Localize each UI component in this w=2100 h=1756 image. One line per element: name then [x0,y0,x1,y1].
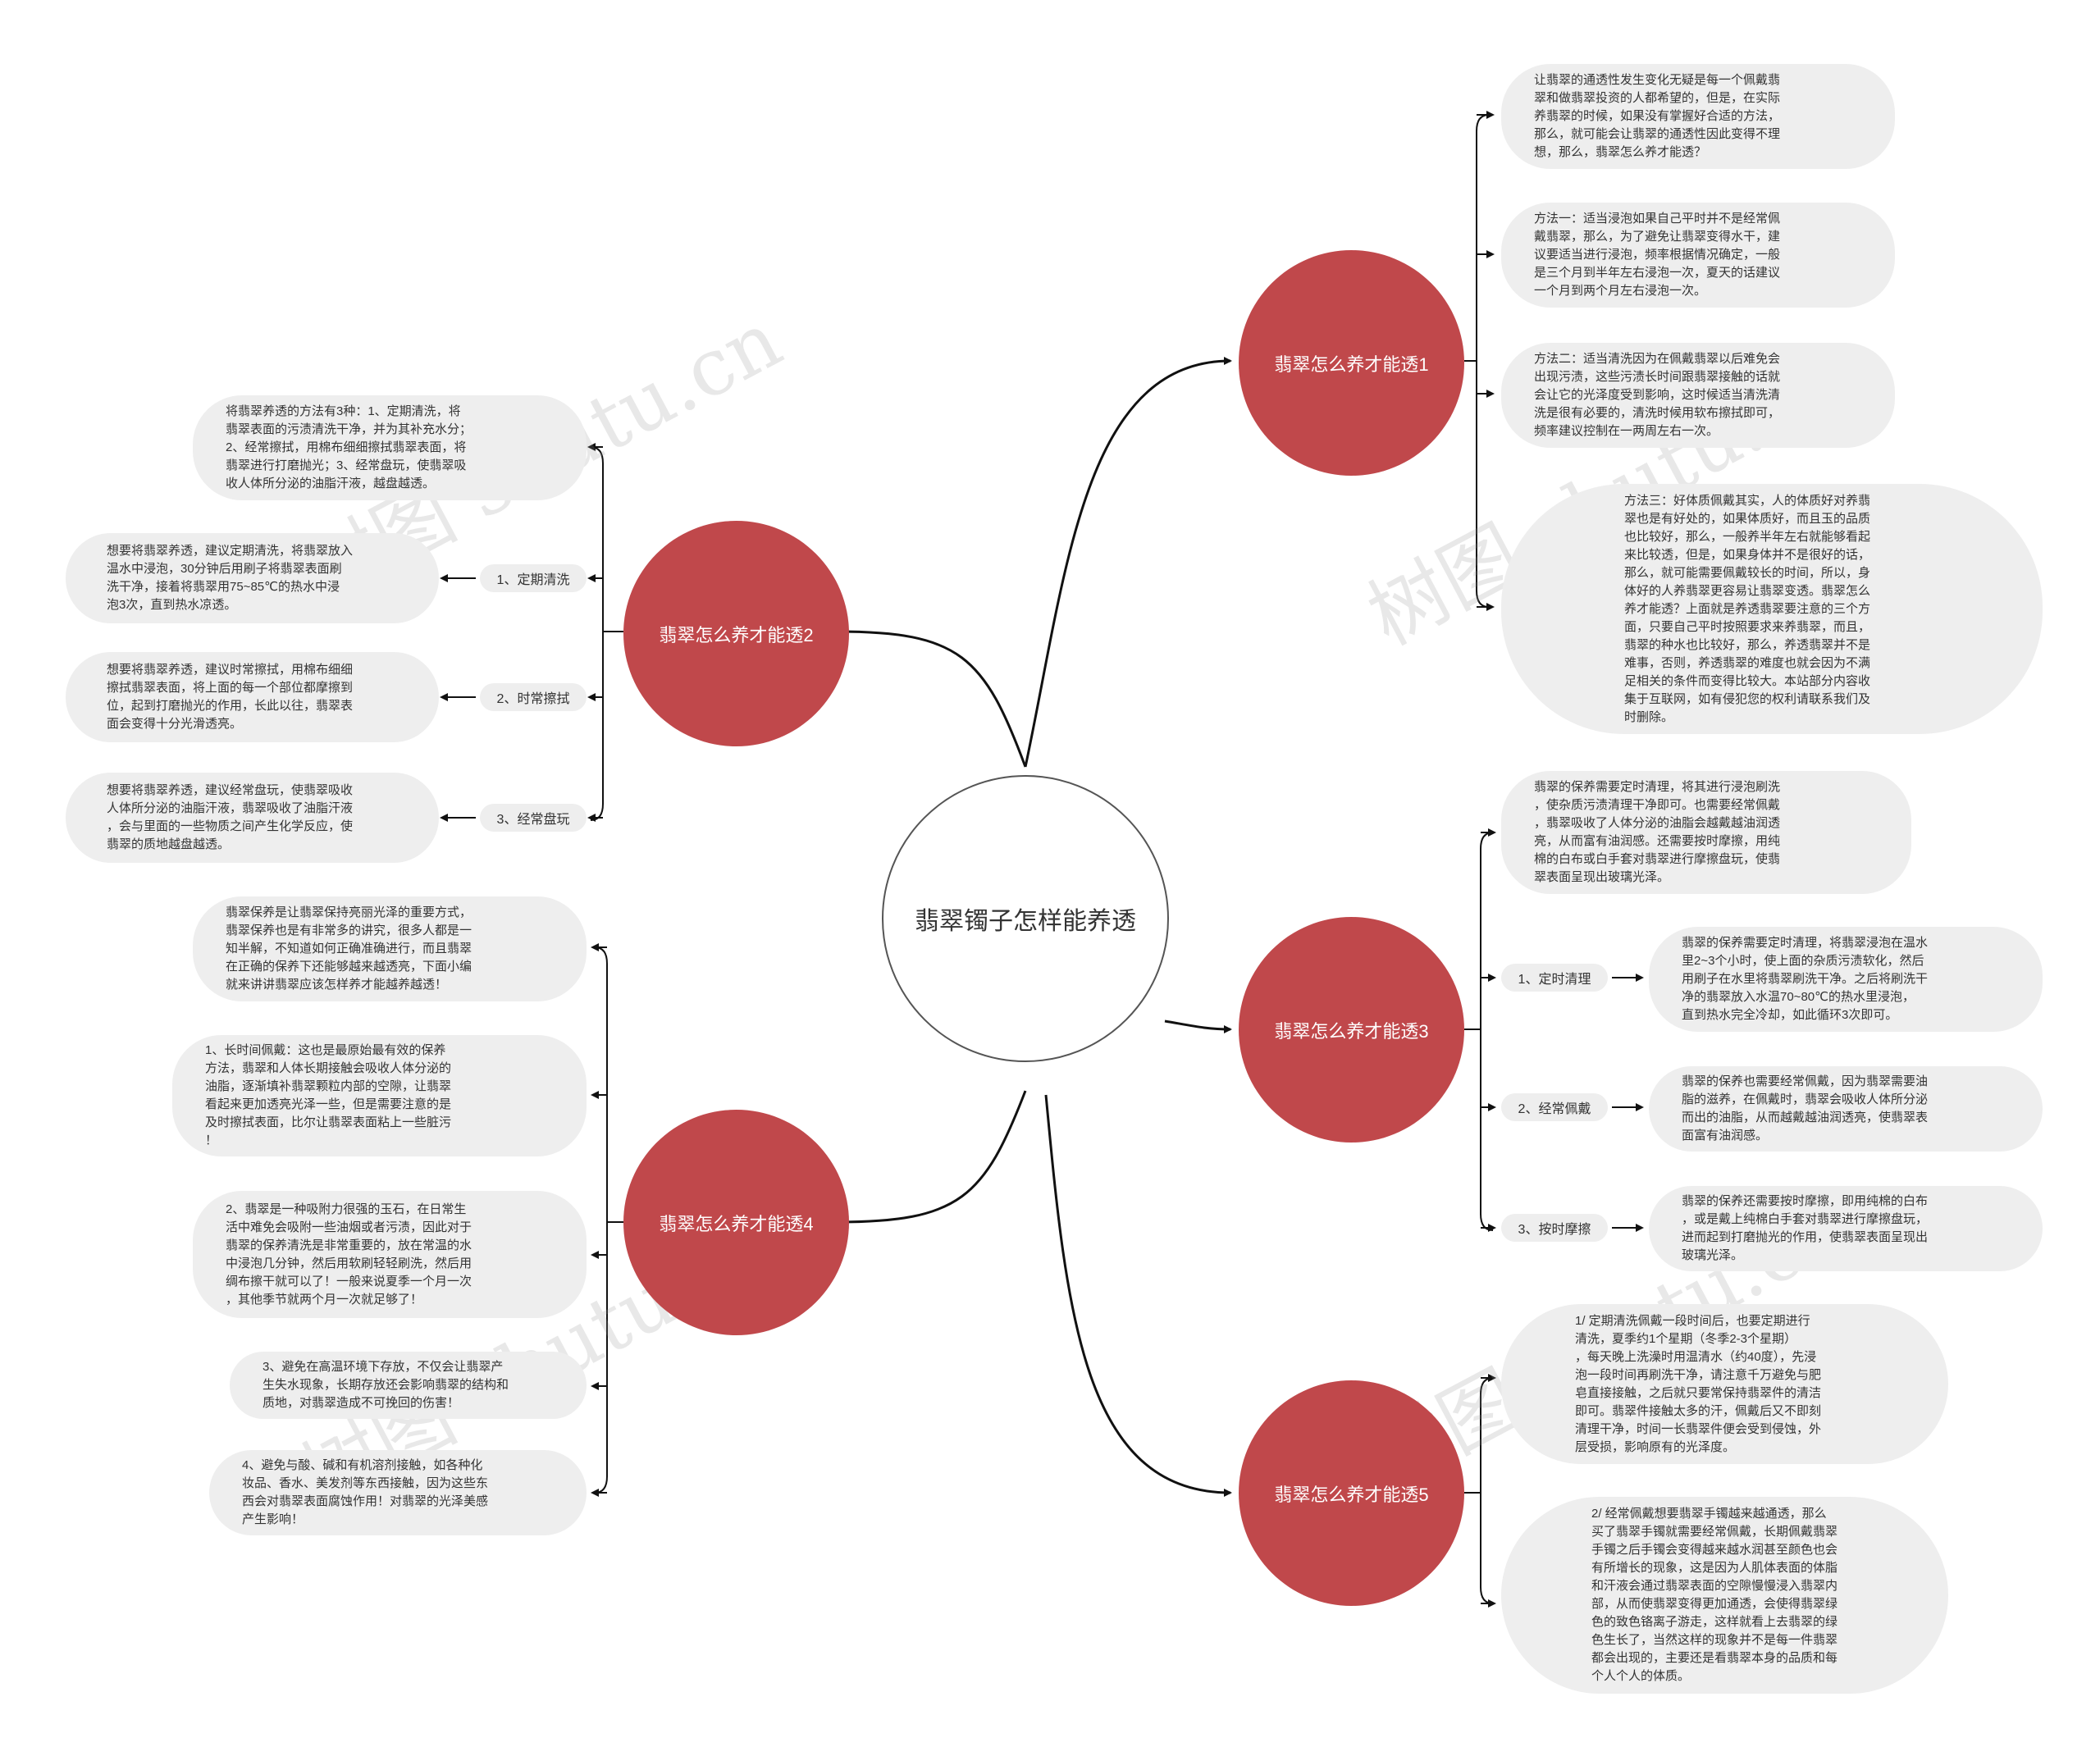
connector-center-t3 [1164,1019,1232,1033]
leaf-text: 翡翠的保养需要定时清理，将其进行浸泡刷洗 ，使杂质污渍清理干净即可。也需要经常佩… [1534,780,1781,884]
leaf-text: 翡翠保养是让翡翠保持亮丽光泽的重要方式， 翡翠保养也是有非常多的讲究，很多人都是… [226,905,472,992]
leaf-text: 2、翡翠是一种吸附力很强的玉石，在日常生 活中难免会吸附一些油烟或者污渍，因此对… [226,1202,472,1307]
topic-node-2[interactable]: 翡翠怎么养才能透2 [623,521,849,746]
leaf-t1-1[interactable]: 让翡翠的通透性发生变化无疑是每一个佩戴翡 翠和做翡翠投资的人都希望的，但是，在实… [1501,64,1895,169]
sub-label-t2-3[interactable]: 3、经常盘玩 [480,804,587,832]
connector-center-t4 [835,1090,1027,1226]
leaf-t4-4[interactable]: 3、避免在高温环境下存放，不仅会让翡翠产 生失水现象，长期存放还会影响翡翠的结构… [230,1352,587,1419]
leaf-t2-3[interactable]: 想要将翡翠养透，建议经常盘玩，使翡翠吸收 人体所分泌的油脂汗液，翡翠吸收了油脂汗… [66,773,439,863]
leaf-text: 方法二：适当清洗因为在佩戴翡翠以后难免会 出现污渍，这些污渍长时间跟翡翠接触的话… [1534,352,1781,438]
sub-label-t2-1[interactable]: 1、定期清洗 [480,564,587,592]
leaf-t3-3[interactable]: 翡翠的保养还需要按时摩擦，即用纯棉的白布 ，或是戴上纯棉白手套对翡翠进行摩擦盘玩… [1649,1186,2043,1271]
leaf-t4-1[interactable]: 翡翠保养是让翡翠保持亮丽光泽的重要方式， 翡翠保养也是有非常多的讲究，很多人都是… [193,896,587,1001]
topic-label: 翡翠怎么养才能透5 [1274,1484,1429,1505]
leaf-t2-2[interactable]: 想要将翡翠养透，建议时常擦拭，用棉布细细 擦拭翡翠表面，将上面的每一个部位都摩擦… [66,652,439,742]
bracket-t4 [594,946,623,1494]
bracket-t2 [590,446,623,821]
topic-label: 翡翠怎么养才能透1 [1274,353,1429,375]
topic-node-3[interactable]: 翡翠怎么养才能透3 [1239,917,1464,1143]
leaf-text: 想要将翡翠养透，建议时常擦拭，用棉布细细 擦拭翡翠表面，将上面的每一个部位都摩擦… [107,663,354,731]
leaf-text: 想要将翡翠养透，建议经常盘玩，使翡翠吸收 人体所分泌的油脂汗液，翡翠吸收了油脂汗… [107,783,354,851]
leaf-text: 4、避免与酸、碱和有机溶剂接触，如各种化 妆品、香水、美发剂等东西接触，因为这些… [242,1458,489,1526]
leaf-t1-2[interactable]: 方法一：适当浸泡如果自己平时并不是经常佩 戴翡翠，那么，为了避免让翡翠变得水干，… [1501,203,1895,308]
leaf-text: 1/ 定期清洗佩戴一段时间后，也要定期进行 清洗，夏季约1个星期（冬季2-3个星… [1575,1313,1822,1454]
sub-label-t3-2[interactable]: 2、经常佩戴 [1501,1093,1608,1121]
leaf-text: 2/ 经常佩戴想要翡翠手镯越来越通透，那么 买了翡翠手镯就需要经常佩戴，长期佩戴… [1591,1507,1838,1683]
bracket-t5 [1464,1377,1494,1604]
leaf-text: 翡翠的保养也需要经常佩戴，因为翡翠需要油 脂的滋养，在佩戴时，翡翠会吸收人体所分… [1682,1074,1929,1143]
leaf-t3-2[interactable]: 翡翠的保养也需要经常佩戴，因为翡翠需要油 脂的滋养，在佩戴时，翡翠会吸收人体所分… [1649,1066,2043,1152]
leaf-t4-2[interactable]: 1、长时间佩戴：这也是最原始最有效的保养 方法，翡翠和人体长期接触会吸收人体分泌… [172,1035,587,1156]
leaf-text: 3、避免在高温环境下存放，不仅会让翡翠产 生失水现象，长期存放还会影响翡翠的结构… [262,1360,509,1410]
leaf-t1-4[interactable]: 方法三：好体质佩戴其实，人的体质好对养翡 翠也是有好处的，如果体质好，而且玉的品… [1501,484,2043,734]
connector-center-t1 [1024,357,1232,768]
leaf-text: 想要将翡翠养透，建议定期清洗，将翡翠放入 温水中浸泡，30分钟后用刷子将翡翠表面… [107,544,354,612]
leaf-text: 让翡翠的通透性发生变化无疑是每一个佩戴翡 翠和做翡翠投资的人都希望的，但是，在实… [1534,73,1781,159]
leaf-t1-3[interactable]: 方法二：适当清洗因为在佩戴翡翠以后难免会 出现污渍，这些污渍长时间跟翡翠接触的话… [1501,343,1895,448]
leaf-text: 方法一：适当浸泡如果自己平时并不是经常佩 戴翡翠，那么，为了避免让翡翠变得水干，… [1534,212,1781,298]
topic-label: 翡翠怎么养才能透2 [659,624,814,645]
topic-node-1[interactable]: 翡翠怎么养才能透1 [1239,250,1464,476]
leaf-text: 1、长时间佩戴：这也是最原始最有效的保养 方法，翡翠和人体长期接触会吸收人体分泌… [205,1043,452,1147]
leaf-t5-2[interactable]: 2/ 经常佩戴想要翡翠手镯越来越通透，那么 买了翡翠手镯就需要经常佩戴，长期佩戴… [1501,1497,1948,1694]
leaf-t2-1[interactable]: 想要将翡翠养透，建议定期清洗，将翡翠放入 温水中浸泡，30分钟后用刷子将翡翠表面… [66,533,439,623]
sub-label-t3-1[interactable]: 1、定时清理 [1501,964,1608,992]
topic-label: 翡翠怎么养才能透3 [1274,1020,1429,1042]
leaf-text: 方法三：好体质佩戴其实，人的体质好对养翡 翠也是有好处的，如果体质好，而且玉的品… [1624,493,1871,724]
topic-label: 翡翠怎么养才能透4 [659,1213,814,1234]
leaf-t3-1[interactable]: 翡翠的保养需要定时清理，将翡翠浸泡在温水 里2~3个小时，使上面的杂质污渍软化，… [1649,927,2043,1032]
bracket-t3 [1464,832,1494,1231]
connector-center-t2 [835,627,1027,768]
leaf-t4-5[interactable]: 4、避免与酸、碱和有机溶剂接触，如各种化 妆品、香水、美发剂等东西接触，因为这些… [209,1450,587,1535]
connector-center-t5 [1044,1094,1232,1497]
center-title: 翡翠镯子怎样能养透 [915,908,1136,935]
leaf-text: 将翡翠养透的方法有3种：1、定期清洗，将 翡翠表面的污渍清洗干净，并为其补充水分… [226,404,472,490]
leaf-t5-1[interactable]: 1/ 定期清洗佩戴一段时间后，也要定期进行 清洗，夏季约1个星期（冬季2-3个星… [1501,1304,1948,1464]
leaf-text: 翡翠的保养还需要按时摩擦，即用纯棉的白布 ，或是戴上纯棉白手套对翡翠进行摩擦盘玩… [1682,1194,1929,1262]
topic-node-4[interactable]: 翡翠怎么养才能透4 [623,1110,849,1335]
leaf-text: 翡翠的保养需要定时清理，将翡翠浸泡在温水 里2~3个小时，使上面的杂质污渍软化，… [1682,936,1929,1022]
leaf-t2-intro[interactable]: 将翡翠养透的方法有3种：1、定期清洗，将 翡翠表面的污渍清洗干净，并为其补充水分… [193,395,587,500]
sub-label-t3-3[interactable]: 3、按时摩擦 [1501,1214,1608,1242]
leaf-t3-intro[interactable]: 翡翠的保养需要定时清理，将其进行浸泡刷洗 ，使杂质污渍清理干净即可。也需要经常佩… [1501,771,1911,894]
sub-label-t2-2[interactable]: 2、时常擦拭 [480,683,587,711]
center-node[interactable]: 翡翠镯子怎样能养透 [882,775,1169,1062]
leaf-t4-3[interactable]: 2、翡翠是一种吸附力很强的玉石，在日常生 活中难免会吸附一些油烟或者污渍，因此对… [193,1191,587,1318]
bracket-t1 [1464,114,1490,608]
topic-node-5[interactable]: 翡翠怎么养才能透5 [1239,1380,1464,1606]
